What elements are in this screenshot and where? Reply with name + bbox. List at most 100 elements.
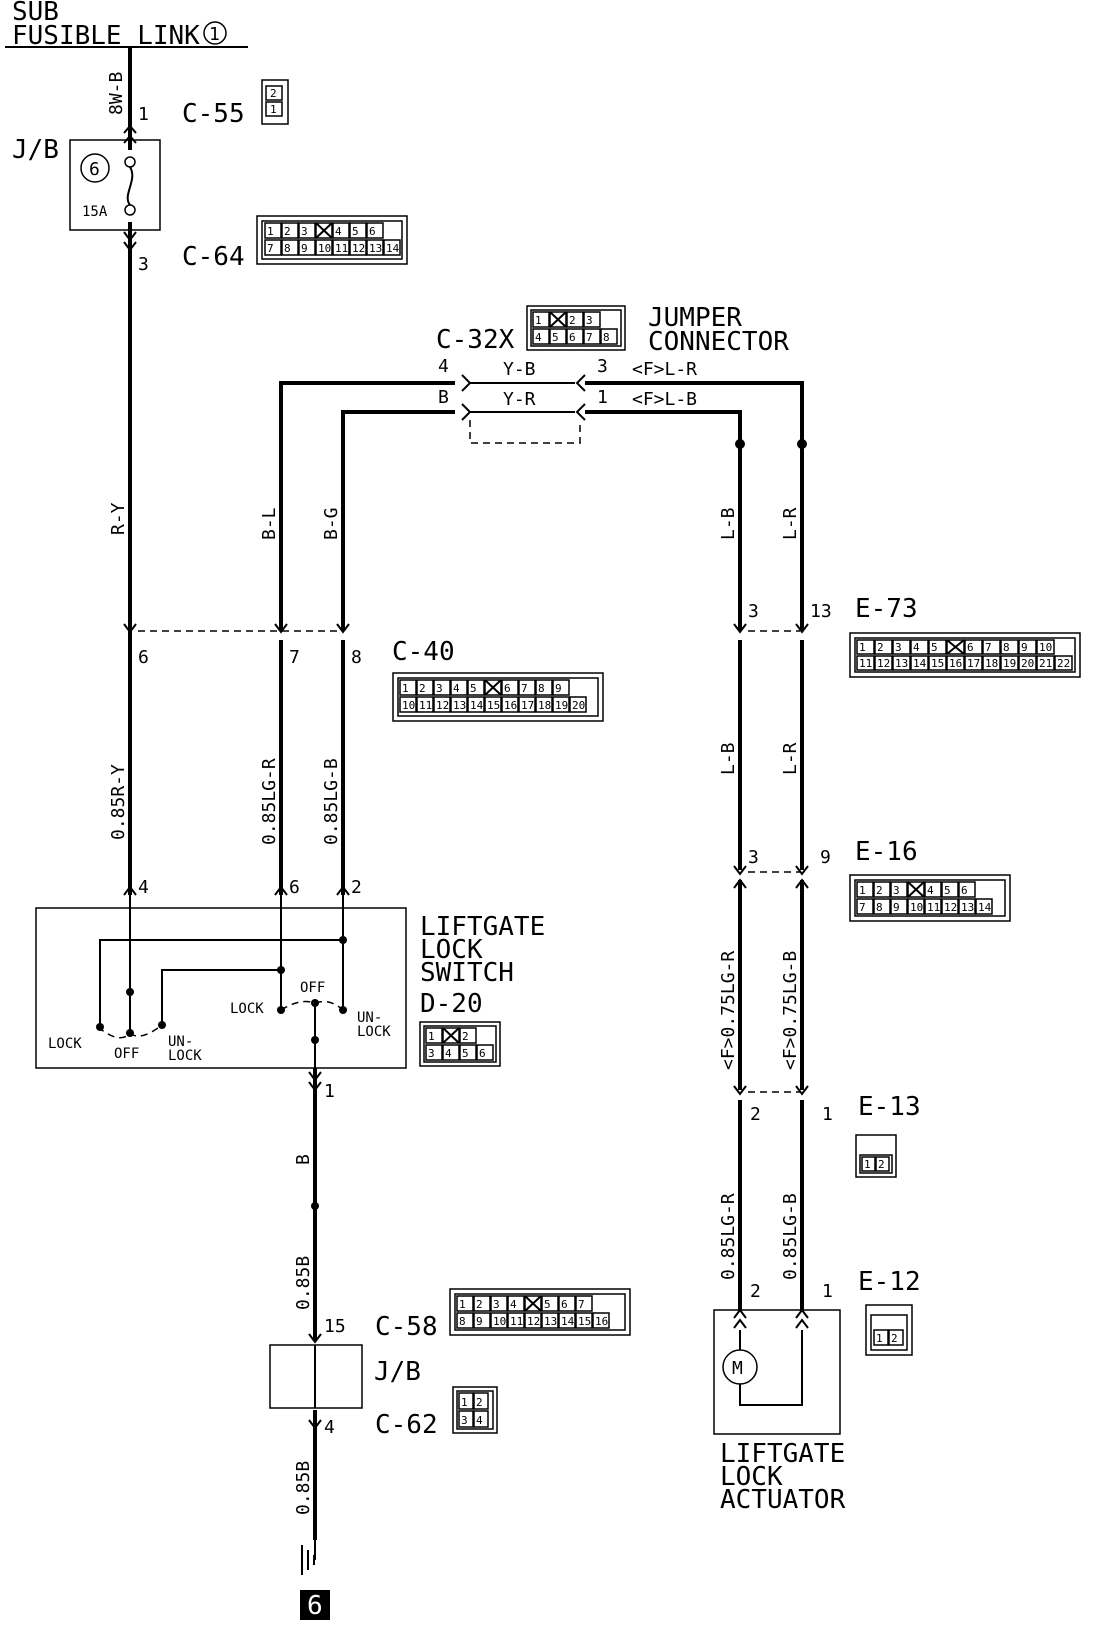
c40-cell [518,679,536,696]
c40-cell [416,679,434,696]
wire-label-f-0-75lg-b: <F>0.75LG-B [780,951,801,1070]
c58-cell-label: 8 [459,1315,466,1328]
c55-arrow-mark [123,124,137,144]
c64-cell-label: 5 [352,225,359,238]
c58-cell [524,1295,542,1312]
c32x-pin-b: B [438,387,449,408]
ground-symbol-icon [301,1540,316,1575]
sub-label: SUB [12,0,59,27]
wire-label-b: B [293,1154,314,1165]
c64-cell-label: 2 [284,225,291,238]
d20-cell [442,1044,460,1061]
e73-cell [964,639,983,655]
e16-cell-label: 9 [893,901,900,914]
c58-cell [541,1295,559,1312]
c32x-cell [583,328,601,345]
switch-internal-wiring [97,895,344,1068]
c40-cell-label: 6 [504,682,511,695]
wire-label-0-85b-2: 0.85B [293,1461,314,1515]
e73-cell-label: 4 [913,641,920,654]
d20-cell-label: 4 [445,1047,452,1060]
e12-cell-label: 2 [891,1332,898,1345]
e13-cell-label: 2 [878,1158,885,1171]
e16-cell [907,898,925,915]
c40-cell-label: 2 [419,682,426,695]
c62-cell [458,1392,474,1410]
c58-cell [473,1295,491,1312]
ground-splice [311,1202,319,1210]
c64-cell-label: 10 [318,242,331,255]
c40-cell-label: 15 [487,699,500,712]
c64-cell [332,239,350,256]
wire-b-g [341,410,455,630]
wire-label-l-b-2: L-B [718,742,739,775]
e73-cell [1018,655,1037,671]
e73-cell [1036,655,1055,671]
c58-cell [456,1295,474,1312]
e73-cell-label: 3 [895,641,902,654]
c40-cell [569,696,587,713]
c40-cell-label: 11 [419,699,432,712]
e73-label: E-73 [855,594,918,624]
e73-cell [892,655,911,671]
e73-cell [1000,639,1019,655]
c32x-cell [549,328,567,345]
c64-cell-label: 14 [386,242,400,255]
wire-label-l-b-1: L-B [718,507,739,540]
switch-unlock-left-2: LOCK [168,1048,202,1064]
e12-pin-b: 1 [822,1281,833,1302]
e73-cell-label: 11 [859,657,872,670]
switch-contact-lock-right [277,1006,285,1014]
e73-cell [1018,639,1037,655]
c62-label: C-62 [375,1410,438,1440]
c32x-connector-icon [526,305,626,351]
wire-label-0-85b: 0.85B [293,1256,314,1310]
c40-arrow-marks [123,623,350,634]
c40-cell [450,679,468,696]
c40-cell-label: 12 [436,699,449,712]
e73-cell-label: 8 [1003,641,1010,654]
d20-label: D-20 [420,989,483,1019]
c40-cell [433,679,451,696]
switch-contact-unlock-right [339,1006,347,1014]
e16-cell [890,881,908,898]
c58-cell-label: 10 [493,1315,506,1328]
e12-arrow-left [733,1308,747,1329]
c40-pin-c: 8 [351,647,362,668]
e16-cell [975,898,993,915]
c32x-cell-label: 8 [603,331,610,344]
c40-cell [399,696,417,713]
e73-cell [928,655,947,671]
e73-cell [1036,639,1055,655]
c58-cell [507,1295,525,1312]
d20-cell-label: 5 [462,1047,469,1060]
e73-cell [892,639,911,655]
e73-cell-label: 20 [1021,657,1034,670]
e73-cell [964,655,983,671]
e16-cell-label: 12 [944,901,957,914]
wire-label-l-r-2: L-R [780,742,801,775]
c64-cell [264,222,282,239]
c58-cell [541,1312,559,1329]
c58-cell-label: 4 [510,1298,517,1311]
switch-off-left: OFF [114,1046,139,1062]
switch-contact-off-left [126,1029,134,1037]
wire-b-l [279,381,455,630]
c64-cell [298,222,316,239]
actuator-title-line2: LOCK [720,1462,783,1492]
c62-pin: 4 [324,1417,335,1438]
c32x-cell-label: 2 [569,314,576,327]
d20-cell [459,1044,477,1061]
e16-cell [890,898,908,915]
e73-cell-label: 18 [985,657,998,670]
e73-cell-label: 6 [967,641,974,654]
e16-cell [924,898,942,915]
switch-title-line3: SWITCH [420,958,514,988]
e73-arrow-marks [733,623,809,634]
e73-cell [874,655,893,671]
c58-cell-label: 14 [561,1315,575,1328]
d20-cell [425,1044,443,1061]
